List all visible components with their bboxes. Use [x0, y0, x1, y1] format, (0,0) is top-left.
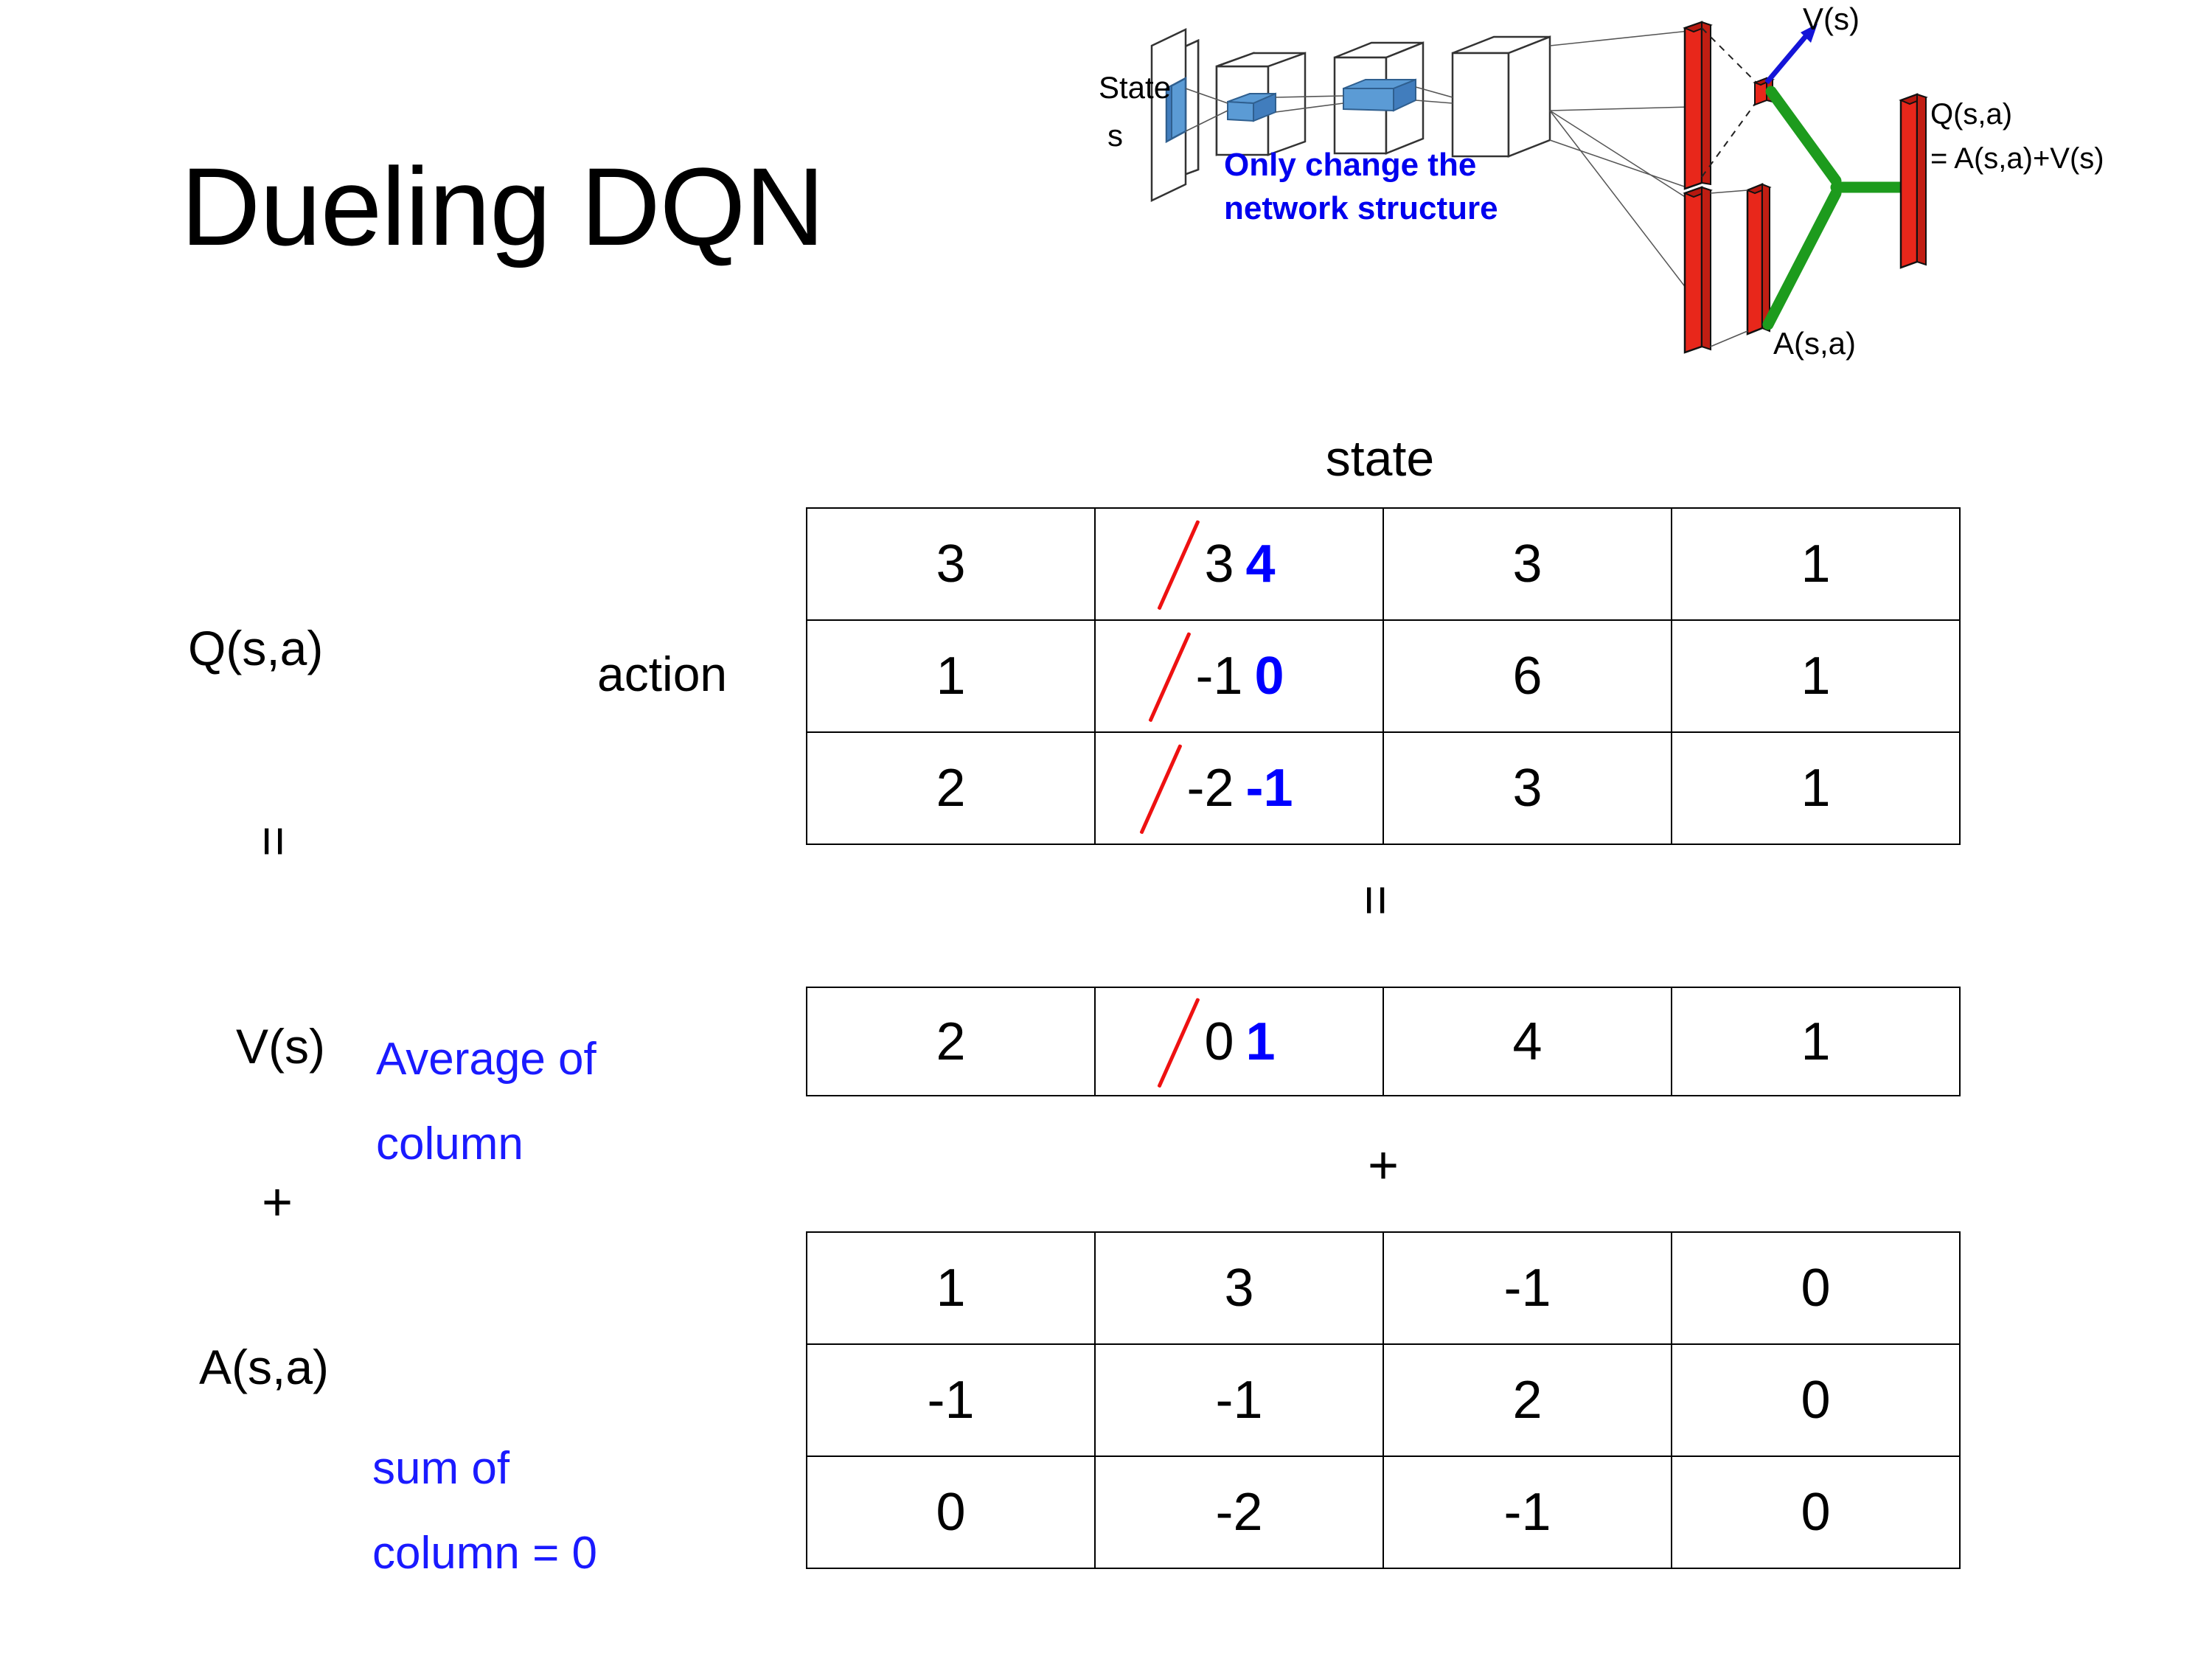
a-cell-1-2: 2 — [1382, 1343, 1672, 1457]
v-cell-0-1: 0 1 — [1094, 987, 1384, 1096]
a-cell-0-0: 1 — [806, 1231, 1096, 1345]
figure-state-label-line2: s — [1107, 118, 1123, 153]
q-cell-1-3: 1 — [1671, 619, 1961, 733]
v-note-line1: Average of — [376, 1034, 597, 1085]
q-cell-1-0: 1 — [806, 619, 1096, 733]
figure-output-label-line2: = A(s,a)+V(s) — [1930, 142, 2104, 175]
q-cell-1-1: -1 0 — [1094, 619, 1384, 733]
a-note-line1: sum of — [372, 1443, 510, 1494]
a-cell-1-1: -1 — [1094, 1343, 1384, 1457]
q-table: 3 3 4 3 1 1 -1 0 6 1 2 — [806, 507, 1961, 845]
q-table-label: Q(s,a) — [188, 621, 324, 675]
q-cell-0-1: 3 4 — [1094, 507, 1384, 621]
a-table: 1 3 -1 0 -1 -1 2 0 0 -2 -1 0 — [806, 1231, 1961, 1569]
q-cell-2-3: 1 — [1671, 731, 1961, 845]
table-row: 1 3 -1 0 — [806, 1231, 1961, 1345]
q-cell-0-1-old: 3 — [1204, 535, 1234, 594]
table-row: 0 -2 -1 0 — [806, 1455, 1961, 1569]
table-row: 2 0 1 4 1 — [806, 987, 1961, 1096]
action-axis-label: action — [597, 647, 728, 701]
table-row: -1 -1 2 0 — [806, 1343, 1961, 1457]
v-table-label: V(s) — [236, 1019, 325, 1074]
q-cell-1-2: 6 — [1382, 619, 1672, 733]
q-cell-0-3: 1 — [1671, 507, 1961, 621]
figure-state-label-line1: State — [1099, 70, 1171, 105]
v-cell-0-2: 4 — [1382, 987, 1672, 1096]
a-cell-1-3: 0 — [1671, 1343, 1961, 1457]
a-cell-2-3: 0 — [1671, 1455, 1961, 1569]
page-title: Dueling DQN — [181, 145, 825, 268]
plus-symbol-left: + — [262, 1173, 293, 1232]
v-table: 2 0 1 4 1 — [806, 987, 1961, 1096]
q-cell-2-0: 2 — [806, 731, 1096, 845]
a-cell-0-3: 0 — [1671, 1231, 1961, 1345]
v-cell-0-1-old: 0 — [1204, 1012, 1234, 1071]
dueling-network-diagram: State s Only change the network structur… — [1099, 0, 2212, 413]
a-cell-2-0: 0 — [806, 1455, 1096, 1569]
a-cell-0-1: 3 — [1094, 1231, 1384, 1345]
q-cell-1-1-old: -1 — [1195, 647, 1243, 706]
figure-advantage-label: A(s,a) — [1773, 326, 1856, 361]
table-row: 2 -2 -1 3 1 — [806, 731, 1961, 845]
table-row: 3 3 4 3 1 — [806, 507, 1961, 621]
a-cell-2-1: -2 — [1094, 1455, 1384, 1569]
state-axis-label: state — [1325, 431, 1435, 487]
v-cell-0-1-new: 1 — [1245, 1012, 1276, 1071]
equals-symbol-middle: = — [1346, 884, 1406, 917]
q-cell-2-1-new: -1 — [1245, 759, 1293, 818]
v-cell-0-0: 2 — [806, 987, 1096, 1096]
q-cell-2-1-old: -2 — [1186, 759, 1234, 818]
figure-value-label: V(s) — [1803, 1, 1860, 36]
a-cell-1-0: -1 — [806, 1343, 1096, 1457]
plus-symbol-middle: + — [1368, 1136, 1399, 1195]
equals-symbol-q-to-v: = — [244, 825, 304, 858]
q-cell-0-1-new: 4 — [1245, 535, 1276, 594]
figure-output-label-line1: Q(s,a) — [1930, 98, 2012, 131]
v-cell-0-3: 1 — [1671, 987, 1961, 1096]
a-cell-0-2: -1 — [1382, 1231, 1672, 1345]
table-row: 1 -1 0 6 1 — [806, 619, 1961, 733]
q-cell-1-1-new: 0 — [1254, 647, 1284, 706]
figure-note-line1: Only change the — [1224, 147, 1476, 183]
figure-note-line2: network structure — [1224, 190, 1498, 226]
q-cell-2-2: 3 — [1382, 731, 1672, 845]
v-note-line2: column — [376, 1119, 524, 1169]
q-cell-0-2: 3 — [1382, 507, 1672, 621]
q-cell-2-1: -2 -1 — [1094, 731, 1384, 845]
a-note-line2: column = 0 — [372, 1528, 598, 1579]
q-cell-0-0: 3 — [806, 507, 1096, 621]
a-table-label: A(s,a) — [199, 1340, 330, 1394]
a-cell-2-2: -1 — [1382, 1455, 1672, 1569]
